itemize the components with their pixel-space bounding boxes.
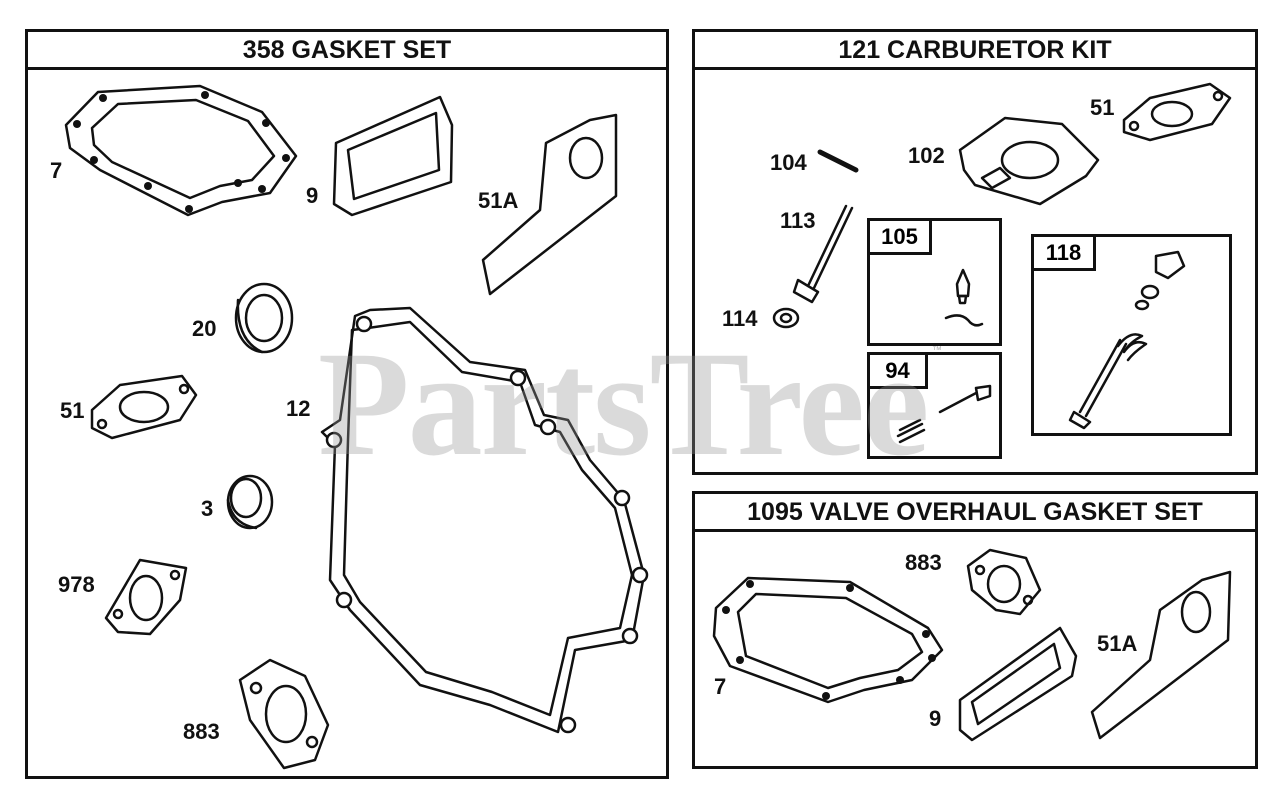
part-51a-valve-insulator: [1090, 570, 1232, 740]
part-12-crankcase-gasket: [320, 306, 649, 734]
carburetor-kit-title: 121 CARBURETOR KIT: [695, 32, 1255, 70]
part-9-breather-gasket: [332, 95, 454, 217]
subbox-118-tag: 118: [1034, 237, 1096, 271]
label-883-valve: 883: [905, 550, 942, 575]
label-104: 104: [770, 150, 807, 175]
part-118-assembly: [1068, 250, 1186, 430]
part-114-washer: [772, 307, 800, 329]
label-9-valve: 9: [929, 706, 942, 731]
part-7-head-gasket: [64, 84, 298, 217]
label-51a: 51A: [478, 188, 519, 213]
subbox-94-tag: 94: [870, 355, 928, 389]
part-7-valve-head-gasket: [712, 576, 944, 704]
label-978: 978: [58, 572, 95, 597]
label-7: 7: [50, 158, 63, 183]
label-883: 883: [183, 719, 220, 744]
label-3: 3: [201, 496, 214, 521]
valve-overhaul-title: 1095 VALVE OVERHAUL GASKET SET: [695, 494, 1255, 532]
label-51-carb: 51: [1090, 95, 1115, 120]
part-113-needle: [792, 204, 854, 304]
part-3-oil-seal: [226, 474, 274, 530]
label-102: 102: [908, 143, 945, 168]
part-105-needle: [944, 268, 984, 327]
label-12: 12: [286, 396, 311, 421]
part-51-intake-gasket: [90, 374, 198, 440]
label-20: 20: [192, 316, 217, 341]
part-94-screw: [896, 384, 992, 444]
label-9: 9: [306, 183, 319, 208]
label-7-valve: 7: [714, 674, 727, 699]
label-113: 113: [780, 208, 816, 233]
gasket-set-title: 358 GASKET SET: [28, 32, 666, 70]
label-51a-valve: 51A: [1097, 631, 1138, 656]
part-104-pin: [817, 149, 859, 173]
subbox-94: 94: [867, 352, 1002, 459]
part-883-valve-gasket: [966, 548, 1042, 616]
label-114: 114: [722, 306, 758, 331]
part-9-valve-breather-gasket: [958, 626, 1078, 742]
label-51: 51: [60, 398, 85, 423]
subbox-105-tag: 105: [870, 221, 932, 255]
subbox-105: 105: [867, 218, 1002, 346]
part-20-oil-seal: [234, 282, 294, 354]
part-51a-insulator: [481, 113, 618, 296]
watermark-trademark: ™: [932, 345, 942, 356]
part-102-plate: [958, 116, 1100, 206]
part-883-gasket: [238, 658, 330, 770]
part-978-gasket: [104, 558, 188, 636]
part-51-carb-gasket: [1122, 82, 1232, 142]
